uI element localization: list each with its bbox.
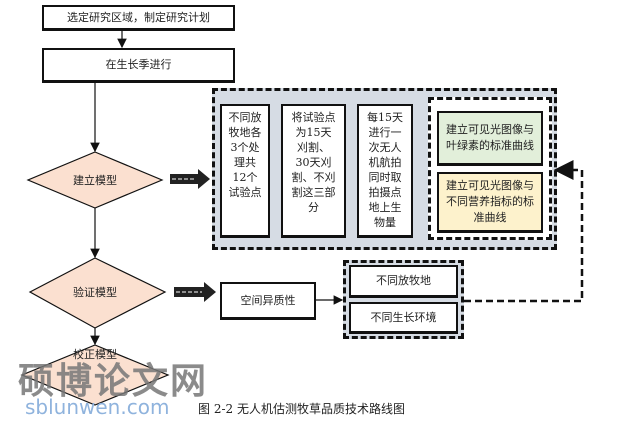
step-plan: 选定研究区域，制定研究计划 bbox=[42, 5, 235, 31]
detail-mowing: 将试验点为15天刈割、30天刈割、不刈割这三部分 bbox=[281, 104, 346, 238]
block-arrow-verify bbox=[174, 282, 216, 302]
detail-uav: 每15天进行一次无人机航拍同时取拍摄点地上生物量 bbox=[357, 104, 413, 238]
watermark-url: sblunwen.com bbox=[25, 395, 170, 419]
build-panel bbox=[212, 88, 557, 250]
curve-nutrients: 建立可见光图像与不同营养指标的标准曲线 bbox=[437, 172, 543, 233]
verify-panel bbox=[343, 260, 464, 339]
decision-build: 建立模型 bbox=[73, 174, 117, 187]
diamond-verify bbox=[28, 257, 167, 329]
diamond-build bbox=[26, 151, 164, 209]
feedback-dashed-line bbox=[464, 160, 584, 303]
block-arrow-build bbox=[170, 169, 210, 189]
curve-chlorophyll: 建立可见光图像与叶绿素的标准曲线 bbox=[437, 111, 543, 166]
detail-plots: 不同放牧地各3个处理共12个试验点 bbox=[220, 104, 270, 238]
decision-verify: 验证模型 bbox=[73, 286, 117, 299]
step-season: 在生长季进行 bbox=[42, 48, 235, 83]
decision-correct: 校正模型 bbox=[73, 348, 117, 361]
different-environment: 不同生长环境 bbox=[349, 302, 458, 334]
watermark-logo: 硕博论文网 bbox=[18, 361, 209, 402]
figure-caption: 图 2-2 无人机估测牧草品质技术路线图 bbox=[198, 402, 405, 416]
diamond-correct bbox=[20, 344, 170, 406]
different-grazing: 不同放牧地 bbox=[349, 265, 458, 298]
spatial-heterogeneity: 空间异质性 bbox=[220, 282, 316, 320]
